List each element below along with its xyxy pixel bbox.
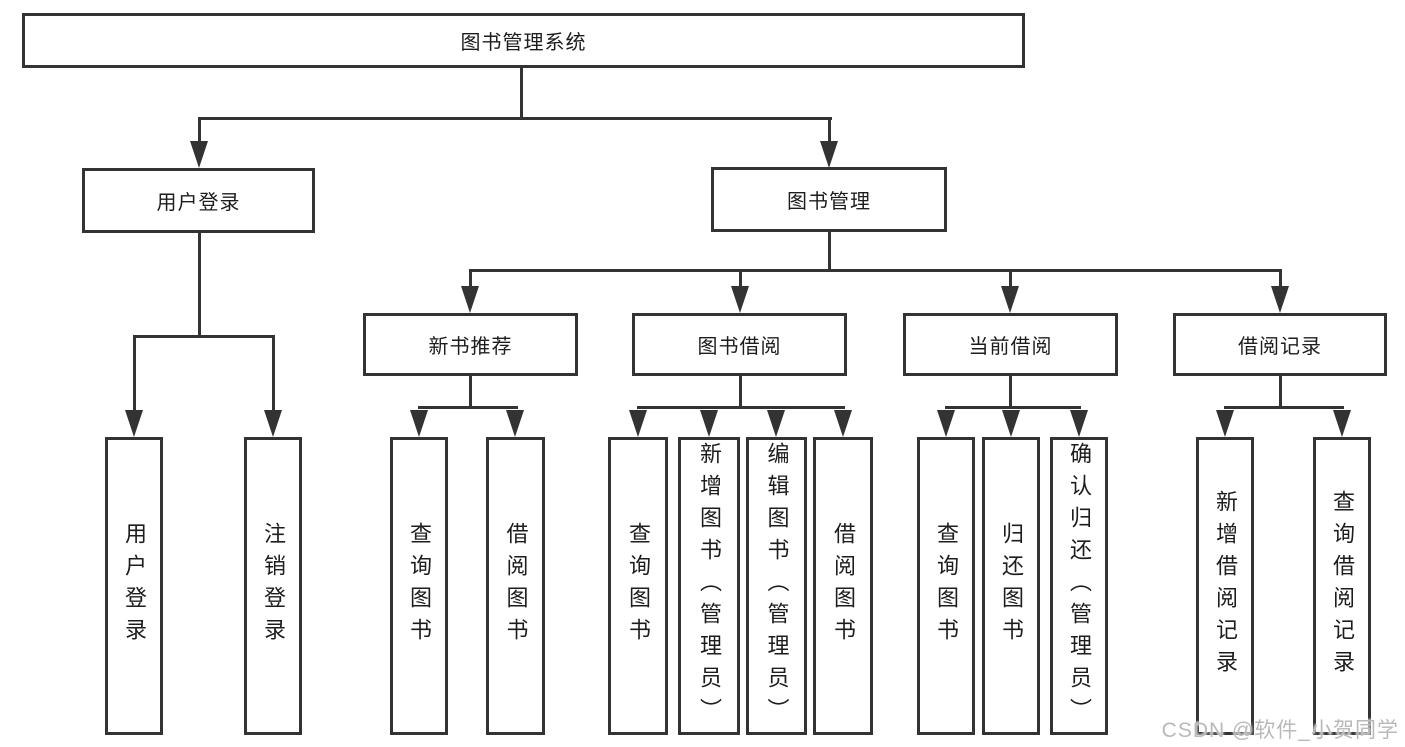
connector-drop-current-borrow <box>1009 269 1012 289</box>
leaf-cb-confirm-return-admin: 确认归还（管理员） <box>1050 437 1108 735</box>
node-user-login-label: 用户登录 <box>156 192 241 214</box>
leaf-bb-edit-books-admin-label: 编辑图书（管理员） <box>764 442 790 730</box>
leaf-logout: 注销登录 <box>244 437 302 735</box>
node-borrow-records: 借阅记录 <box>1173 313 1387 376</box>
leaf-cb-query-books-label: 查询图书 <box>934 522 959 650</box>
leaf-cb-return-books-label: 归还图书 <box>999 522 1024 650</box>
connector-arrowhead <box>1070 410 1088 437</box>
leaf-user-login: 用户登录 <box>105 437 163 735</box>
leaf-bb-edit-books-admin: 编辑图书（管理员） <box>746 437 807 735</box>
leaf-bb-borrow-books: 借阅图书 <box>813 437 873 735</box>
node-user-login: 用户登录 <box>82 168 315 233</box>
connector-drop-user-login <box>198 117 201 145</box>
leaf-bb-add-books-admin: 新增图书（管理员） <box>678 437 740 735</box>
connector-arrowhead <box>629 410 647 437</box>
connector-arrowhead <box>767 410 785 437</box>
leaf-cb-confirm-return-admin-label: 确认归还（管理员） <box>1067 442 1092 730</box>
connector-arrowhead <box>264 410 282 437</box>
connector-arrowhead <box>1271 286 1289 313</box>
connector-root-stem <box>520 68 523 118</box>
leaf-br-add-record: 新增借阅记录 <box>1196 437 1254 735</box>
connector-arrowhead <box>937 410 955 437</box>
connector-arrowhead <box>506 410 524 437</box>
connector-arrowhead <box>410 410 428 437</box>
connector-arrowhead <box>125 410 143 437</box>
connector-nbr-stem <box>469 375 472 408</box>
leaf-bb-query-books-label: 查询图书 <box>626 522 651 650</box>
connector-user-login-stem <box>198 233 201 337</box>
connector-arrowhead <box>820 141 838 168</box>
leaf-cb-return-books: 归还图书 <box>982 437 1040 735</box>
node-new-book-recommend-label: 新书推荐 <box>428 336 513 358</box>
leaf-br-add-record-label: 新增借阅记录 <box>1213 490 1238 682</box>
leaf-bb-query-books: 查询图书 <box>608 437 668 735</box>
node-root-label: 图书管理系统 <box>460 32 587 54</box>
node-borrow-records-label: 借阅记录 <box>1238 336 1322 358</box>
connector-level2-split <box>198 117 832 120</box>
connector-arrowhead <box>700 410 718 437</box>
connector-cb-stem <box>1009 375 1012 408</box>
node-current-borrow-label: 当前借阅 <box>968 336 1053 358</box>
connector-arrowhead <box>461 286 479 313</box>
connector-drop-new-book-recommend <box>469 269 472 289</box>
connector-bb-stem <box>739 375 742 408</box>
connector-drop-book-management <box>828 117 831 145</box>
leaf-nbr-borrow-books: 借阅图书 <box>486 437 545 735</box>
connector-arrowhead <box>1333 410 1351 437</box>
leaf-logout-label: 注销登录 <box>261 522 286 650</box>
csdn-watermark: CSDN @软件_小贺同学 <box>1161 719 1399 742</box>
node-current-borrow: 当前借阅 <box>903 313 1118 376</box>
connector-arrowhead <box>190 141 208 168</box>
connector-arrowhead <box>1002 410 1020 437</box>
connector-arrowhead <box>731 286 749 313</box>
node-root: 图书管理系统 <box>22 13 1025 68</box>
node-book-borrow-label: 图书借阅 <box>697 336 782 358</box>
leaf-nbr-borrow-books-label: 借阅图书 <box>503 522 529 650</box>
connector-drop-book-borrow <box>739 269 742 289</box>
connector-nbr-split <box>418 406 518 409</box>
connector-arrowhead <box>1216 410 1234 437</box>
connector-arrowhead <box>834 410 852 437</box>
node-book-management: 图书管理 <box>711 167 947 232</box>
leaf-nbr-query-books-label: 查询图书 <box>407 522 432 650</box>
leaf-user-login-label: 用户登录 <box>122 522 147 650</box>
leaf-nbr-query-books: 查询图书 <box>390 437 448 735</box>
leaf-br-query-record: 查询借阅记录 <box>1313 437 1371 735</box>
leaf-bb-add-books-admin-label: 新增图书（管理员） <box>697 442 722 730</box>
connector-book-management-stem <box>828 232 831 271</box>
connector-br-stem <box>1279 375 1282 408</box>
connector-br-split <box>1224 406 1344 409</box>
connector-drop-leaf-user-login <box>133 335 136 413</box>
connector-drop-borrow-records <box>1279 269 1282 289</box>
connector-level3-split <box>469 269 1282 272</box>
connector-user-login-split <box>133 335 275 338</box>
node-book-management-label: 图书管理 <box>787 191 871 213</box>
node-new-book-recommend: 新书推荐 <box>363 313 578 376</box>
connector-arrowhead <box>1001 286 1019 313</box>
connector-cb-split <box>945 406 1081 409</box>
connector-drop-leaf-logout <box>272 335 275 413</box>
leaf-bb-borrow-books-label: 借阅图书 <box>831 522 856 650</box>
leaf-br-query-record-label: 查询借阅记录 <box>1330 490 1355 682</box>
node-book-borrow: 图书借阅 <box>632 313 847 376</box>
connector-bb-split <box>637 406 845 409</box>
leaf-cb-query-books: 查询图书 <box>917 437 975 735</box>
